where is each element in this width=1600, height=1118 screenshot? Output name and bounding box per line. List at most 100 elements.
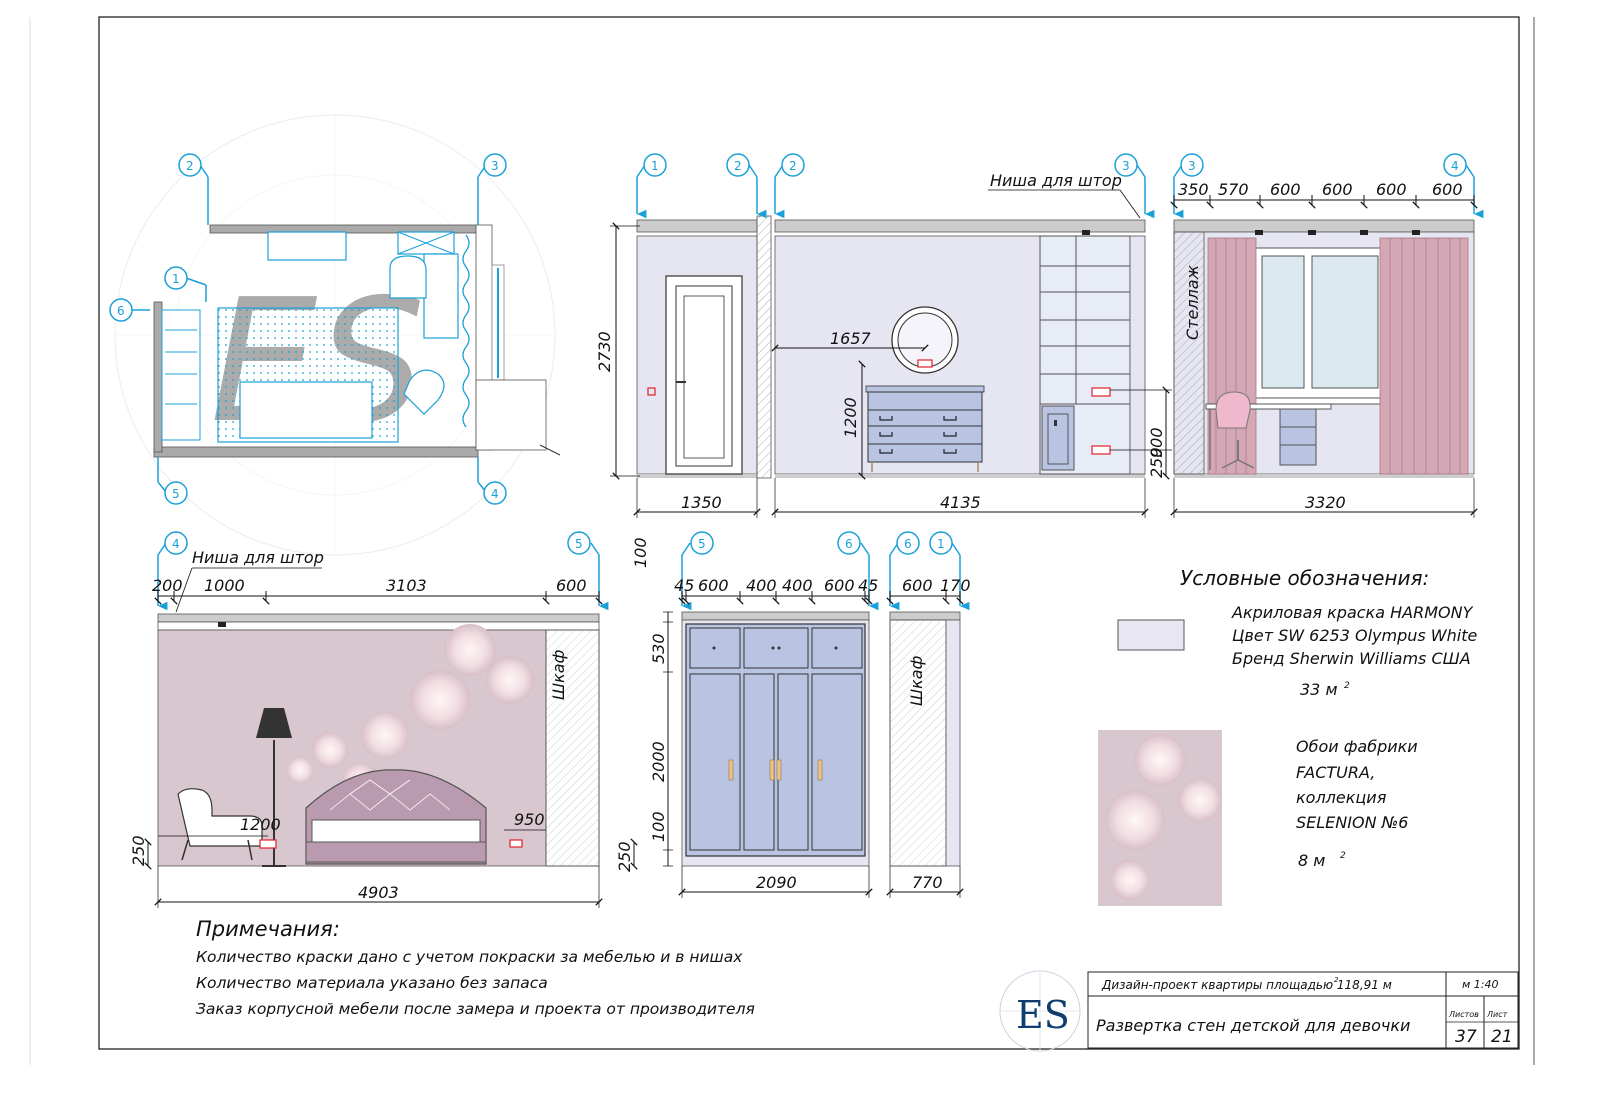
svg-text:5: 5 [575,537,583,551]
elev5-width-dim: 2090 [756,873,797,892]
elev5-dim-2: 400 [746,576,777,595]
plan-axis-1: 1 [164,266,207,302]
elev1-height-dim: 2730 [595,331,614,372]
elev6-width-dim: 770 [912,873,943,892]
elev4-dim-950: 950 [514,810,545,829]
elev4-dim-200: 200 [152,576,183,595]
svg-text:1: 1 [937,537,945,551]
plan-axis-3: 3 [477,153,507,225]
legend-wallpaper-swatch [1098,730,1222,906]
elev4-dim-1000: 1000 [204,576,245,595]
plan-axis-2: 2 [178,153,209,225]
elev1-dims: 2730 1350 [595,222,761,518]
notes-line-3: Заказ корпусной мебели после замера и пр… [196,1000,755,1018]
elev2-socket-dim-900: 900 [1147,427,1166,458]
legend-paint-qty-sup: 2 [1344,681,1350,691]
stamp-project: Дизайн-проект квартиры площадью 118,91 м [1101,978,1392,992]
legend-wall-qty: 8 м [1298,851,1325,870]
elev5-left-dim-530: 530 [649,633,668,664]
elev4-width-dim: 4903 [358,883,399,902]
title-block: ES Дизайн-проект квартиры площадью 118,9… [999,970,1519,1052]
svg-text:4: 4 [1451,159,1459,173]
elev6-dims: 600 170 Шкаф 770 [886,576,971,898]
svg-text:6: 6 [845,537,853,551]
stamp-logo-text: ES [1016,993,1070,1037]
elev4-dim-3103: 3103 [386,576,427,595]
elev3-width-dim: 3320 [1305,493,1346,512]
legend-wall-line-2: FACTURA, [1296,763,1375,782]
elevation-5-6 [681,611,870,867]
elev4-dim-250-right: 250 [615,841,634,872]
elev2-axis-3: 3 [1114,153,1155,219]
elev3-dim-3: 600 [1322,180,1353,199]
elev6-wardrobe-label: Шкаф [907,656,926,706]
elev4-dim-600: 600 [556,576,587,595]
plan-axis-6: 6 [109,298,150,322]
elev5-dim-1: 600 [698,576,729,595]
elev5-left-dim-100-top: 100 [631,537,650,568]
stamp-sheets: 37 [1455,1027,1477,1047]
legend-paint-line-2: Цвет SW 6253 Olympus White [1232,626,1477,645]
stamp-scale: м 1:40 [1462,978,1499,991]
elev5-dim-4: 600 [824,576,855,595]
stamp-sheet: 21 [1491,1027,1513,1047]
elev5-dim-3: 400 [782,576,813,595]
legend: Условные обозначения: Акриловая краска H… [1098,566,1477,906]
elev4-dims: Ниша для штор 200 1000 3103 600 Шкаф 120… [129,548,638,908]
stamp-logo: ES [999,970,1081,1052]
svg-text:6: 6 [904,537,912,551]
elevation-6-1 [889,611,961,867]
legend-paint-swatch [1117,619,1185,651]
elev5-left-dim-2000: 2000 [649,741,668,782]
legend-title: Условные обозначения: [1180,566,1429,590]
elev1-width-dim: 1350 [681,493,722,512]
notes-title: Примечания: [196,917,340,941]
elev2-mirror-dim: 1657 [830,329,872,348]
floor-plan [153,224,561,458]
elev6-dim-600: 600 [902,576,933,595]
elev2-dims: Ниша для штор 1657 1200 900 250 4135 [771,171,1172,518]
elev4-dim-1200: 1200 [240,815,281,834]
elev5-dim-5: 45 [858,576,878,595]
elev5-dim-0: 45 [674,576,694,595]
elev6-axis-6: 6 [889,531,920,611]
elev2-niche-label: Ниша для штор [990,171,1122,190]
elev5-left-dim-100-bottom: 100 [649,811,668,842]
legend-wall-line-4: SELENION №6 [1296,813,1408,832]
elev3-dims: 350 570 600 600 600 600 Стеллаж 3320 [1170,180,1478,518]
legend-wall-line-3: коллекция [1296,788,1387,807]
stamp-sheet-label: Лист [1486,1010,1508,1019]
legend-paint-line-1: Акриловая краска HARMONY [1231,603,1474,622]
svg-text:5: 5 [698,537,706,551]
elev2-dresser-dim: 1200 [841,397,860,438]
elev1-axis-1: 1 [636,153,667,219]
elev3-axis-3: 3 [1173,153,1204,219]
svg-text:6: 6 [117,304,125,318]
legend-wall-line-1: Обои фабрики [1296,737,1418,756]
stamp-project-sup: 2 [1334,976,1339,984]
elev3-dim-1: 570 [1218,180,1249,199]
elev5-dims: 45 600 400 400 600 45 100 530 2000 100 2… [631,537,878,898]
elev1-axis-2: 2 [726,153,767,219]
elevation-3-4 [1173,219,1475,478]
elevation-4-5 [157,613,600,867]
notes-line-1: Количество краски дано с учетом покраски… [196,948,743,966]
svg-text:4: 4 [172,537,180,551]
legend-paint-qty: 33 м [1300,680,1338,699]
notes: Примечания: Количество краски дано с уче… [196,917,755,1018]
svg-text:3: 3 [1122,159,1130,173]
svg-text:2: 2 [789,159,797,173]
plan-axis-4: 4 [477,457,507,505]
wallpaper-roses [286,624,534,810]
legend-wall-qty-sup: 2 [1340,851,1346,861]
elev4-niche-label: Ниша для штор [192,548,324,567]
legend-paint-line-3: Бренд Sherwin Williams США [1232,649,1471,668]
svg-text:2: 2 [186,159,194,173]
elev2-width-dim: 4135 [940,493,981,512]
elev2-socket-dim-250: 250 [1147,447,1166,478]
elev3-rack-label: Стеллаж [1183,264,1202,340]
stamp-sheets-label: Листов [1448,1010,1479,1019]
svg-text:1: 1 [172,272,180,286]
plan-axis-5: 5 [157,457,188,505]
